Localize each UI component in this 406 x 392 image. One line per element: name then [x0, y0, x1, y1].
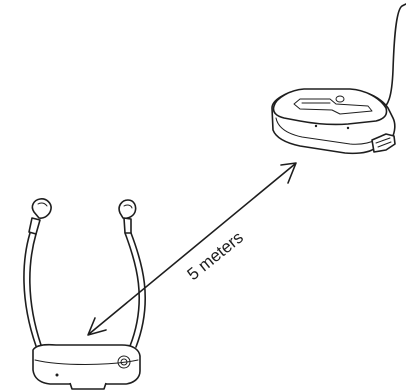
receiver-connector [69, 382, 107, 390]
distance-arrow-line [88, 163, 296, 335]
left-arm [23, 232, 37, 347]
power-cable [377, 3, 406, 113]
receiver-button [117, 355, 131, 369]
right-earbud-stem [123, 217, 132, 234]
transmitter-base [271, 3, 406, 155]
headset [23, 198, 146, 390]
distance-label: 5 meters [184, 228, 247, 284]
indicator-dot [346, 126, 350, 130]
indicator-dot [314, 124, 318, 128]
left-earbud-stem [28, 217, 41, 235]
right-earbud [118, 199, 137, 220]
transmitter-top [272, 88, 388, 126]
arrowhead-headset [87, 317, 107, 336]
distance-arrow [87, 162, 297, 336]
right-arm [124, 232, 141, 347]
left-earbud [31, 198, 52, 219]
arrowhead-transmitter [280, 162, 297, 184]
charging-cradle [293, 98, 373, 115]
transmitter-button [335, 95, 345, 103]
receiver-indicator [55, 373, 59, 377]
